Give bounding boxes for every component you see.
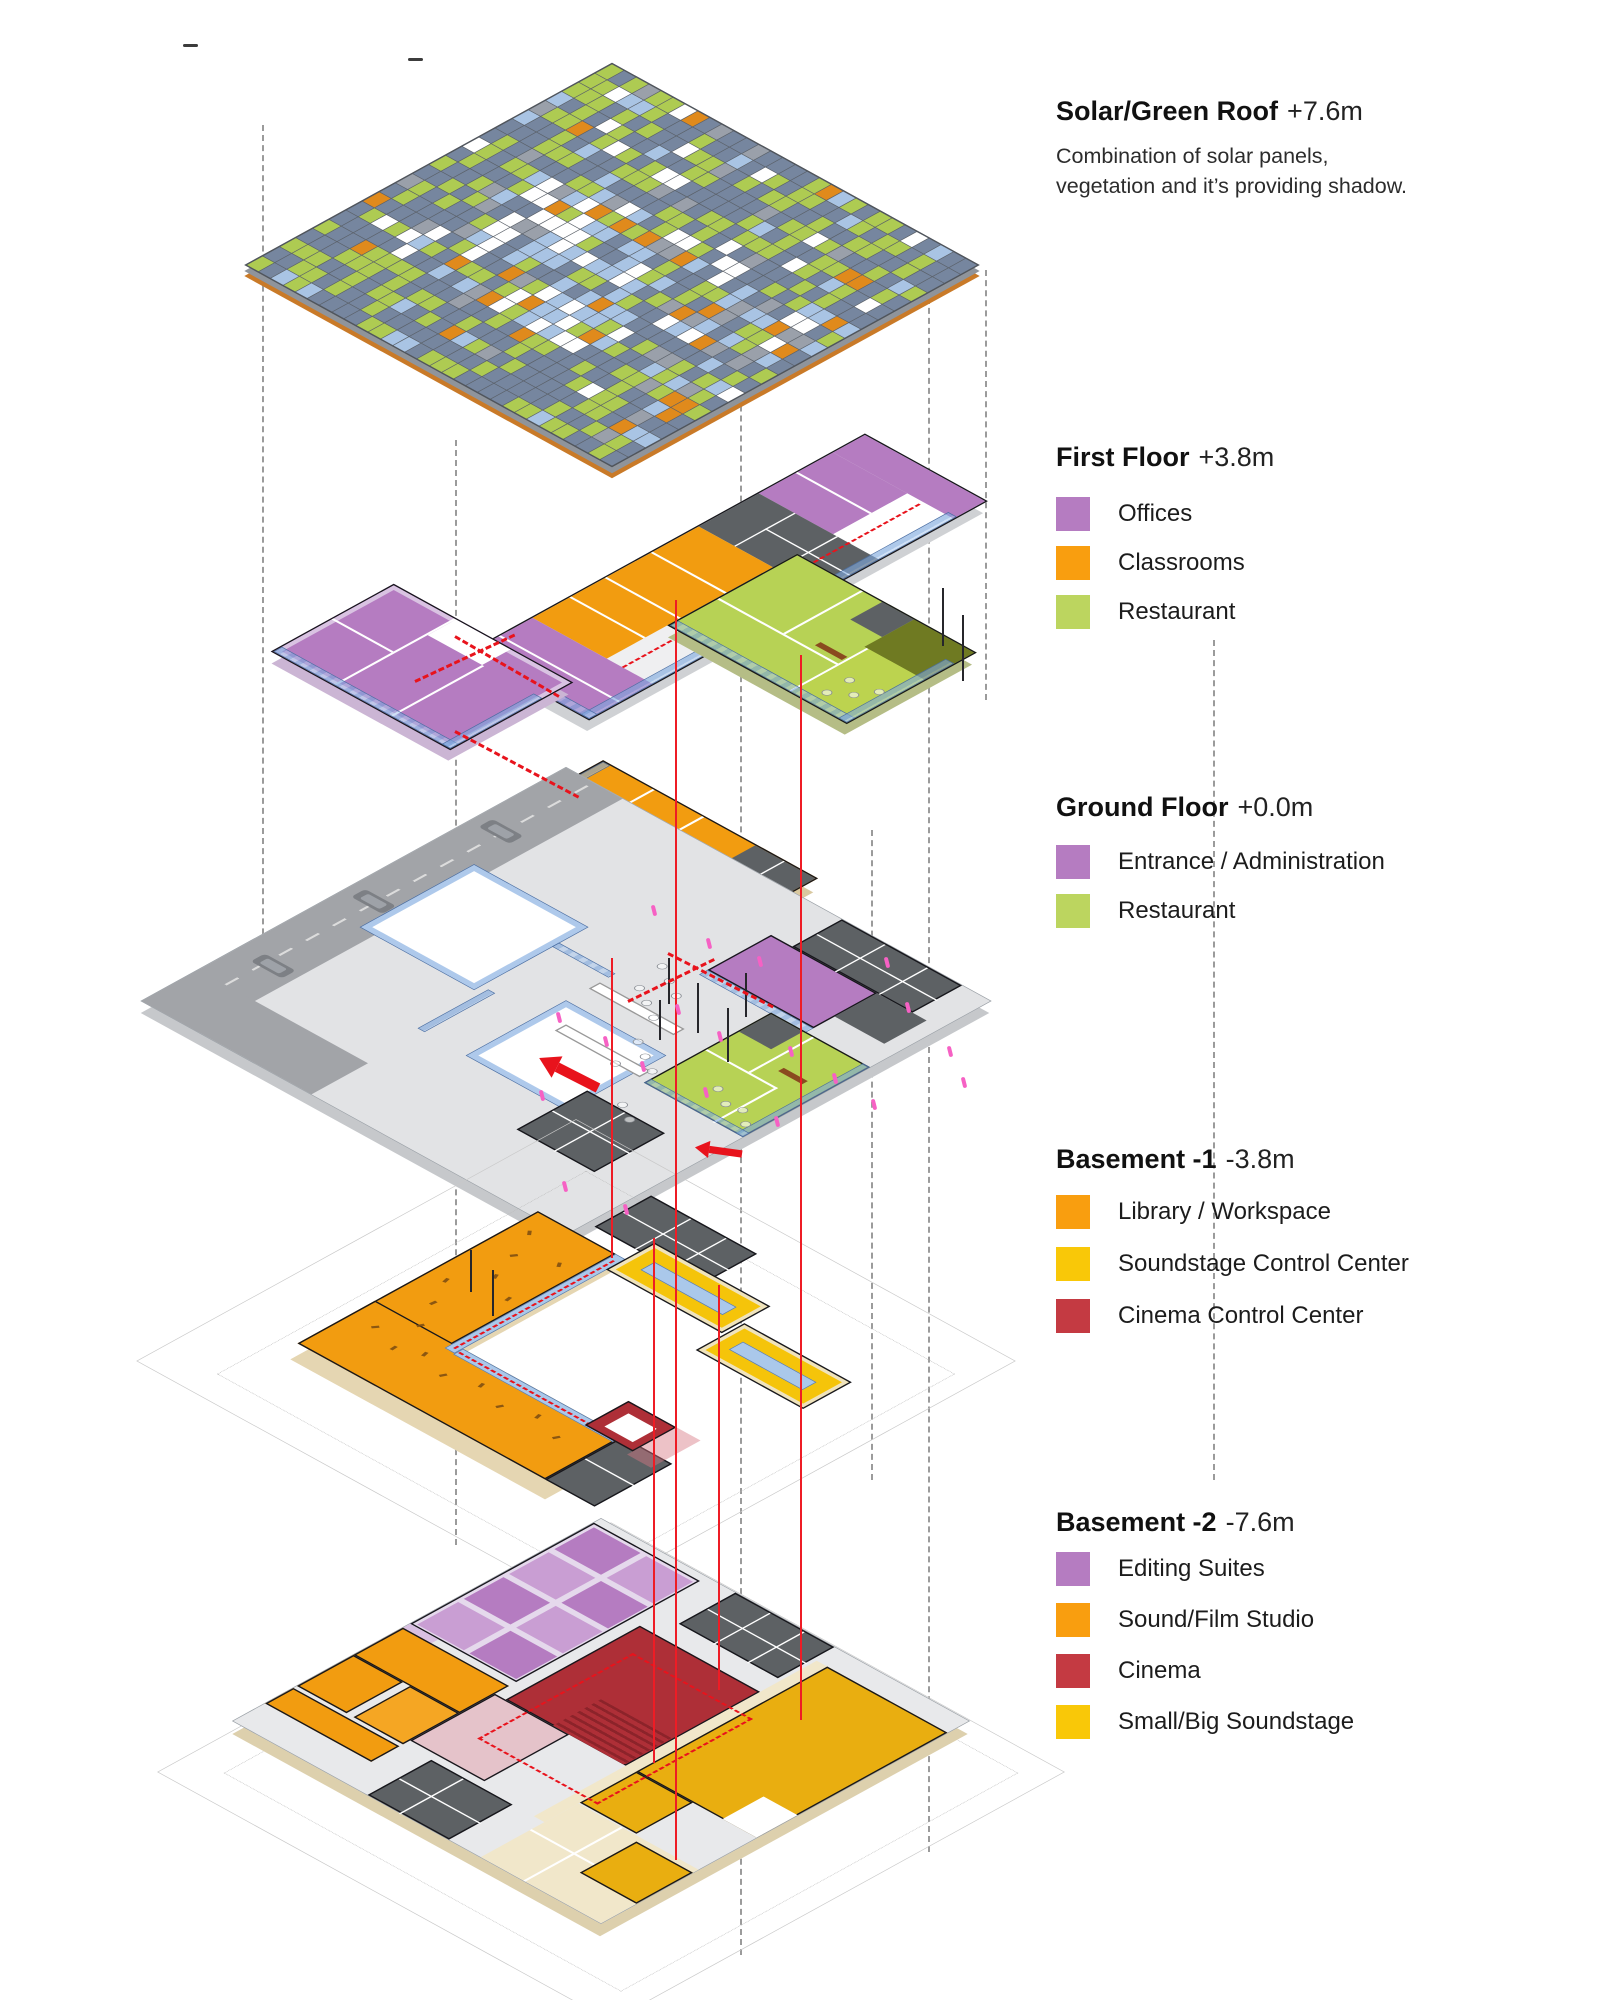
ground-floor-section-title: Ground Floor+0.0m (1056, 792, 1314, 822)
furniture-glyph (527, 1230, 532, 1236)
kitchen-counter (778, 1067, 808, 1085)
pole (745, 973, 747, 1017)
section-title-text: Solar/Green Roof (1056, 96, 1279, 126)
pole (659, 1000, 661, 1040)
restaurant-color-swatch (1056, 595, 1090, 629)
circulation-line (718, 1285, 720, 1690)
roof-plate (244, 62, 980, 468)
glass-courtyard (465, 1000, 667, 1111)
reference-line (871, 830, 873, 1480)
cinema-color-swatch (1056, 1654, 1090, 1688)
classrooms-color-swatch (1056, 546, 1090, 580)
reference-line (985, 270, 987, 700)
kitchen-counter (814, 642, 848, 661)
reference-line (928, 258, 930, 1852)
circulation-line (611, 958, 613, 1258)
editing-suites-color-swatch (1056, 1552, 1090, 1586)
glass-wall (417, 989, 496, 1033)
cinema-control-color-swatch (1056, 1299, 1090, 1333)
pole (962, 615, 964, 681)
circulation-line (675, 600, 677, 1860)
roof-panel-grid (244, 62, 980, 468)
circulation-line (800, 655, 802, 1720)
tick-dash (408, 58, 423, 61)
person-glyph (946, 1045, 954, 1058)
soundstage-color-swatch (1056, 1705, 1090, 1739)
roof-description: Combination of solar panels, vegetation … (1056, 144, 1408, 198)
arrow-head (693, 1138, 711, 1158)
basement-2-section-title: Basement -2-7.6m (1056, 1507, 1295, 1537)
glass-wall (551, 942, 616, 978)
restaurant-gf-color-swatch (1056, 894, 1090, 928)
person-glyph (960, 1076, 968, 1089)
reference-line (262, 125, 264, 1075)
basement-1-plan (191, 1161, 898, 1550)
section-elevation: +7.6m (1287, 96, 1363, 126)
soundstage-control-color-swatch (1056, 1247, 1090, 1281)
roof-section-title: Solar/Green Roof +7.6m (1056, 96, 1363, 127)
pole (697, 983, 699, 1033)
pole (942, 588, 944, 646)
skylight-strip (728, 1341, 817, 1391)
basement-1-section-title: Basement -1-3.8m (1056, 1144, 1295, 1174)
sound-film-studio-color-swatch (1056, 1603, 1090, 1637)
library-color-swatch (1056, 1195, 1090, 1229)
first-floor-section-title: First Floor+3.8m (1056, 442, 1275, 472)
entrance-color-swatch (1056, 845, 1090, 879)
circulation-line (653, 1238, 655, 1763)
offices-color-swatch (1056, 497, 1090, 531)
pole (727, 1008, 729, 1062)
offices-block (270, 583, 574, 751)
pole (470, 1250, 472, 1292)
reference-line (1213, 640, 1215, 1480)
circulation-dashed-path (454, 730, 580, 799)
tick-dash (183, 44, 198, 47)
pole (668, 958, 670, 1004)
pole (492, 1270, 494, 1316)
